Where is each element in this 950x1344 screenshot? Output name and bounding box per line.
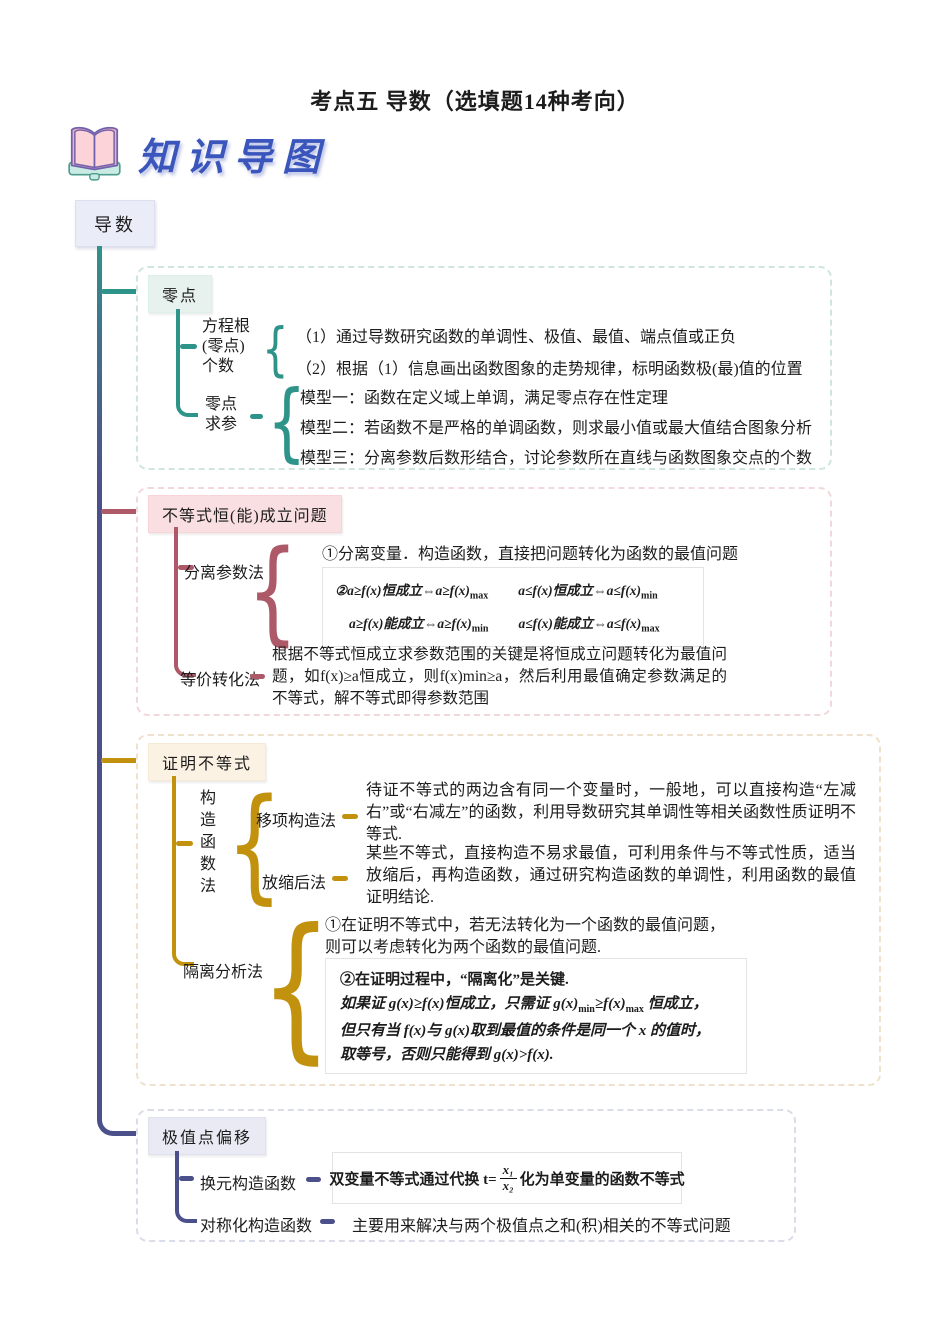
note-text: 主要用来解决与两个极值点之和(积)相关的不等式问题 <box>352 1218 731 1235</box>
section-inequality-title: 不等式恒(能)成立问题 <box>162 508 328 525</box>
box-line: 取等号，否则只能得到 g(x)>f(x). <box>340 1046 554 1063</box>
section-prove-title: 证明不等式 <box>162 756 253 773</box>
note-text: 某些不等式，直接构造不易求最值，可利用条件与不等式性质，适当放缩后，再构造函数，… <box>366 845 856 906</box>
list-item: 模型一：函数在定义域上单调，满足零点存在性定理 <box>300 390 669 407</box>
connector-zero <box>101 289 148 294</box>
section-inequality-header: 不等式恒(能)成立问题 <box>148 495 342 533</box>
note-text: 则可以考虑转化为两个函数的最值问题. <box>325 939 602 956</box>
dash-connector <box>306 1177 321 1182</box>
prove-branch-line <box>172 776 194 966</box>
section-zero-box <box>136 266 832 470</box>
connector-inequality <box>101 509 148 514</box>
trunk-curve <box>97 1108 123 1136</box>
dash-connector <box>320 1219 335 1224</box>
prove-branch-tick <box>176 841 193 846</box>
zero-branch-tick <box>180 344 197 349</box>
branch-label-roots-count: 方程根 (零点) 个数 <box>202 318 251 375</box>
brace-icon <box>247 536 298 648</box>
branch-label-scale: 放缩后法 <box>262 875 327 892</box>
branch-label-symmetric: 对称化构造函数 <box>200 1218 313 1235</box>
branch-label-construct-fn: 构造函数法 <box>199 790 216 895</box>
isolate-note-box: ②在证明过程中，“隔离化”是关键. 如果证 g(x)≥f(x)恒成立，只需证 g… <box>325 958 747 1074</box>
branch-label-isolate: 隔离分析法 <box>183 964 264 981</box>
note-text: 待证不等式的两边含有同一个变量时，一般地，可以直接构造“左减右”或“右减左”的函… <box>366 782 856 843</box>
connector-prove <box>101 758 148 763</box>
list-item: （1）通过导数研究函数的单调性、极值、最值、端点值或正负 <box>296 329 737 346</box>
list-item: ①分离变量．构造函数，直接把问题转化为函数的最值问题 <box>322 546 739 563</box>
brace-icon <box>262 320 289 378</box>
zero-branch-line <box>176 309 198 417</box>
box-line: 如果证 g(x)≥f(x)恒成立，只需证 g(x)min≥f(x)max 恒成立… <box>340 996 708 1016</box>
formula-box: ②a≥f(x)恒成立⇔a≥f(x)max a≤f(x)恒成立⇔a≤f(x)min… <box>322 567 704 647</box>
root-node: 导数 <box>75 200 155 247</box>
root-label: 导数 <box>94 214 136 235</box>
list-item: （2）根据（1）信息画出函数图象的走势规律，标明函数极(最)值的位置 <box>296 361 803 378</box>
box-line: 但只有当 f(x)与 g(x)取到最值的条件是同一个 x 的值时， <box>340 1022 710 1039</box>
trunk-line <box>97 246 102 1114</box>
branch-label-separate-param: 分离参数法 <box>184 565 265 582</box>
page-title: 考点五 导数（选填题14种考向） <box>310 89 640 114</box>
connector-extreme <box>118 1131 148 1136</box>
note-text: 根据不等式恒成立求参数范围的关键是将恒成立问题转化为最值问题，如f(x)≥a恒成… <box>272 646 727 707</box>
inequality-branch-line <box>174 527 196 677</box>
banner-label: 知识导图 <box>138 137 331 179</box>
branch-label-zero-param: 零点 求参 <box>205 396 238 433</box>
list-item: 模型二：若函数不是严格的单调函数，则求最小值或最大值结合图象分析 <box>300 420 813 437</box>
section-extreme-title: 极值点偏移 <box>162 1130 253 1147</box>
dash-connector <box>332 876 348 881</box>
formula-row: ②a≥f(x)恒成立⇔a≥f(x)max a≤f(x)恒成立⇔a≤f(x)min <box>335 583 658 602</box>
section-zero-title: 零点 <box>162 288 199 305</box>
note-text: ①在证明不等式中，若无法转化为一个函数的最值问题， <box>325 917 726 934</box>
extreme-branch-tick <box>179 1176 194 1181</box>
box-line: ②在证明过程中，“隔离化”是关键. <box>340 972 569 988</box>
inequality-branch-tick <box>178 565 194 570</box>
dash-connector <box>250 674 265 679</box>
section-extreme-header: 极值点偏移 <box>148 1117 267 1155</box>
branch-label-equivalent: 等价转化法 <box>180 672 261 689</box>
dash-connector <box>250 414 263 419</box>
section-zero-header: 零点 <box>148 275 213 313</box>
list-item: 模型三：分离参数后数形结合，讨论参数所在直线与函数图象交点的个数 <box>300 450 813 467</box>
brace-icon <box>260 908 332 1066</box>
formula-row: a≥f(x)能成立⇔a≥f(x)min a≤f(x)能成立⇔a≤f(x)max <box>349 616 660 635</box>
dash-connector <box>342 814 358 819</box>
book-icon <box>64 122 126 184</box>
branch-label-shift: 移项构造法 <box>256 813 337 830</box>
extreme-branch-line <box>175 1151 197 1223</box>
branch-label-substitution: 换元构造函数 <box>200 1176 297 1193</box>
